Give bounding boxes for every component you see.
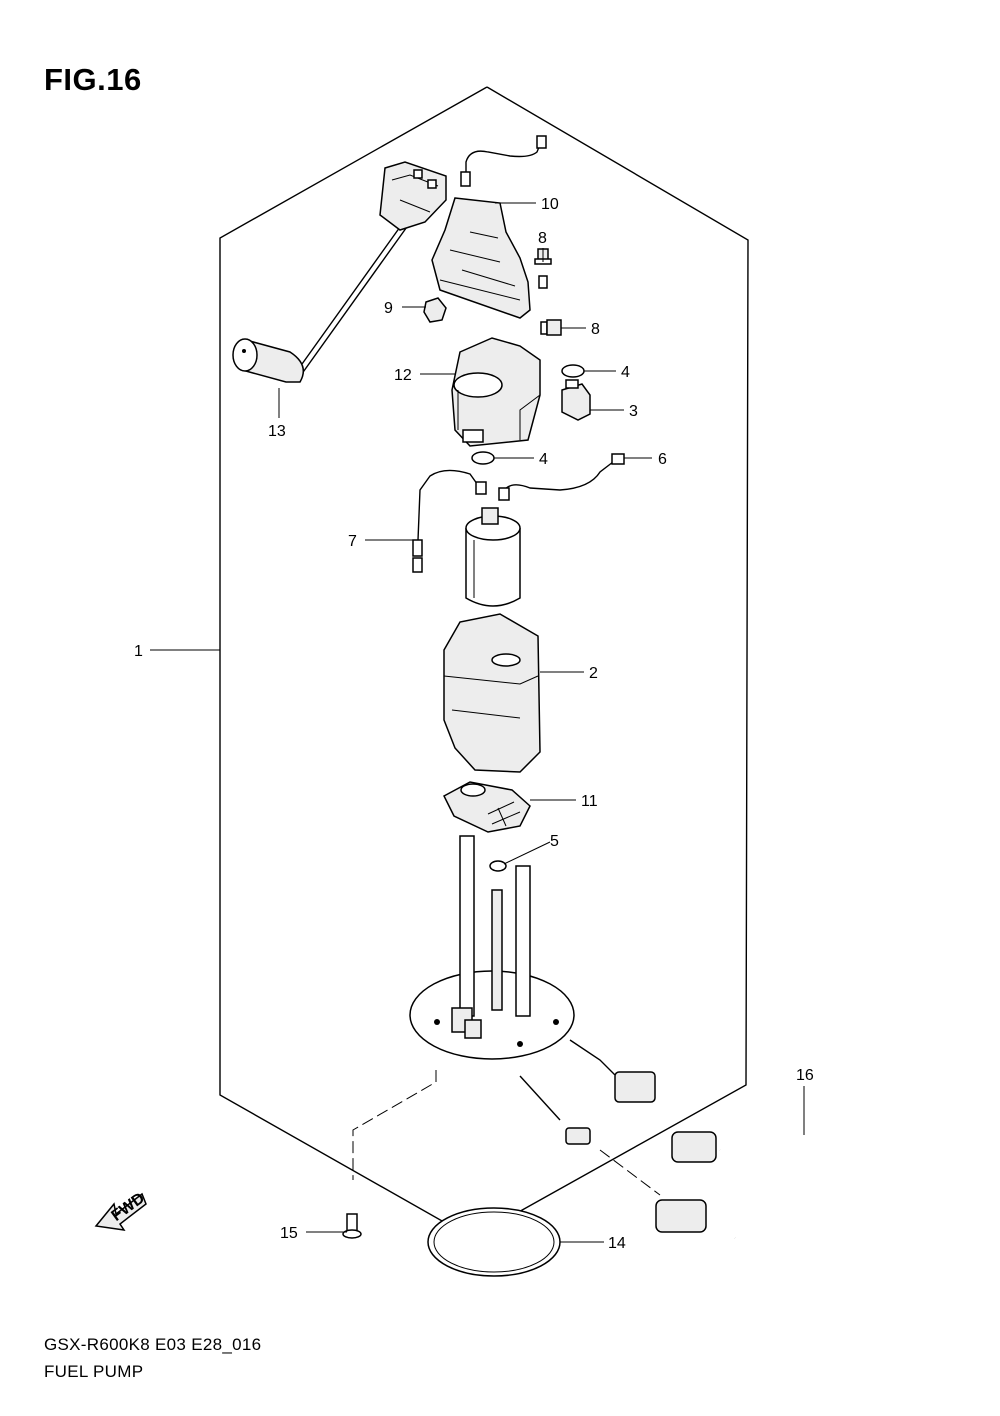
- callout-15: 15: [280, 1225, 298, 1242]
- part-bracket: [431, 197, 531, 319]
- part-gasket: [427, 1207, 561, 1277]
- part-pump-case: [443, 613, 541, 773]
- part-fuel-filter: [443, 781, 531, 833]
- wire-harness-plate: [569, 1039, 621, 1081]
- part-bolt-lower: [540, 319, 562, 336]
- callout-11: 11: [581, 793, 598, 810]
- callout-16: 16: [796, 1067, 814, 1084]
- part-clip: [423, 297, 447, 323]
- callout-3: 3: [629, 403, 638, 420]
- callout-4b: 4: [539, 451, 548, 468]
- part-pump-plate: [409, 835, 575, 1060]
- footer-model-code: GSX-R600K8 E03 E28_016: [44, 1335, 262, 1354]
- callout-8a: 8: [538, 230, 547, 247]
- callout-14: 14: [608, 1235, 626, 1252]
- part-o-ring-upper: [561, 364, 585, 378]
- part-lead-wire-7: [417, 469, 481, 541]
- callout-leaders: [150, 202, 805, 1243]
- callout-1: 1: [134, 643, 143, 660]
- assembly-line: [352, 1070, 437, 1180]
- part-pressure-regulator: [561, 379, 591, 421]
- part-connector: [614, 1071, 656, 1103]
- callout-13: 13: [268, 423, 286, 440]
- part-fuel-level-float: [232, 219, 410, 383]
- fwd-arrow-icon: FWD: [94, 1190, 148, 1231]
- part-fuel-hose: [655, 1124, 820, 1252]
- part-fitting: [565, 1127, 591, 1145]
- callout-6: 6: [658, 451, 667, 468]
- callout-7: 7: [348, 533, 357, 550]
- part-sender-unit: [379, 161, 447, 231]
- part-pump-cover: [451, 337, 541, 447]
- part-bolt-15: [342, 1213, 362, 1239]
- callout-4a: 4: [621, 364, 630, 381]
- callout-8b: 8: [591, 321, 600, 338]
- callout-10: 10: [541, 196, 559, 213]
- callout-5: 5: [550, 833, 559, 850]
- callout-9: 9: [384, 300, 393, 317]
- part-o-ring-lower: [471, 451, 495, 465]
- figure-title: FIG.16: [44, 62, 142, 97]
- part-fuel-pump-motor: [465, 507, 521, 607]
- callout-2: 2: [589, 665, 598, 682]
- part-fuel-outlet-pipe: [519, 1075, 561, 1121]
- callout-12: 12: [394, 367, 412, 384]
- wire-harness-top: [465, 141, 542, 183]
- footer-assembly-name: FUEL PUMP: [44, 1362, 144, 1381]
- part-washer: [489, 860, 507, 872]
- part-lead-wire-6: [502, 461, 614, 493]
